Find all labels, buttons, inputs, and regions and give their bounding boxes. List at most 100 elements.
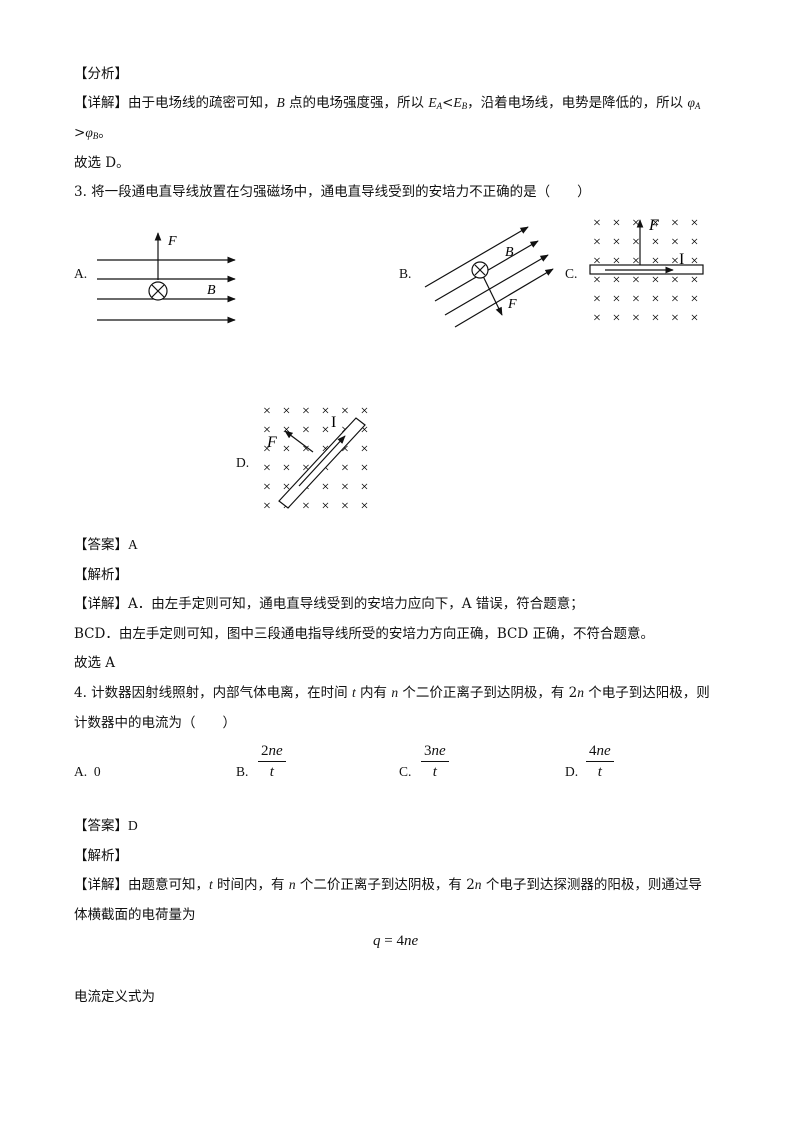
q3-detail-2: BCD．由左手定则可知，图中三段通电指导线所受的安培力方向正确，BCD 正确，不… (74, 626, 654, 642)
field-label: B (207, 283, 216, 298)
force-label: F (167, 234, 177, 249)
field-cross-d: × (263, 499, 271, 514)
q4-detail-1: 【详解】由题意可知，t 时间内，有 n 个二价正离子到达阴极，有 2n 个电子到… (74, 877, 702, 893)
q2-conclusion: 故选 D。 (74, 155, 130, 171)
field-cross-c: × (671, 254, 679, 269)
analysis-tag: 【分析】 (74, 66, 128, 82)
field-cross-c: × (691, 216, 699, 231)
field-cross-c: × (671, 311, 679, 326)
field-cross-d: × (283, 423, 291, 438)
q4-option-d-label: D. (565, 764, 579, 779)
field-cross-c: × (691, 273, 699, 288)
field-cross-c: × (652, 273, 660, 288)
field-cross-d: × (263, 480, 271, 495)
q3-figure-d: ×××××××××××××××××××××××××××××××××××× F I (263, 404, 369, 514)
field-cross-c: × (652, 254, 660, 269)
field-cross-c: × (593, 235, 601, 250)
field-cross-c: × (632, 254, 640, 269)
field-cross-c: × (632, 216, 640, 231)
field-cross-d: × (302, 442, 310, 457)
q3-answer: 【答案】A (74, 537, 138, 553)
charge-equation: q = 4ne (373, 933, 419, 949)
field-cross-d: × (263, 423, 271, 438)
field-cross-c: × (613, 254, 621, 269)
field-cross-d: × (361, 442, 369, 457)
q4-option-a: A. 0 (74, 764, 101, 779)
q4-option-b-label: B. (236, 764, 249, 779)
field-cross-d: × (302, 499, 310, 514)
field-cross-d: × (341, 499, 349, 514)
field-cross-c: × (632, 311, 640, 326)
field-cross-c: × (691, 292, 699, 307)
field-cross-c: × (632, 273, 640, 288)
field-cross-d: × (283, 461, 291, 476)
field-cross-d: × (322, 423, 330, 438)
q3-stem: 3. 将一段通电直导线放置在匀强磁场中，通电直导线受到的安培力不正确的是（ ） (74, 184, 591, 200)
field-cross-d: × (263, 461, 271, 476)
field-cross-d: × (263, 404, 271, 419)
q4-option-c-label: C. (399, 764, 412, 779)
svg-text:B: B (505, 245, 514, 260)
field-cross-c: × (691, 254, 699, 269)
field-cross-c: × (691, 235, 699, 250)
field-cross-d: × (341, 442, 349, 457)
q3-figure-a: F B (97, 232, 236, 324)
field-cross-d: × (361, 404, 369, 419)
field-cross-c: × (652, 311, 660, 326)
q3-figure-c: ×××××××××××××××××××××××××××××××××××× F I (589, 216, 704, 326)
field-cross-d: × (302, 423, 310, 438)
current-definition: 电流定义式为 (74, 989, 155, 1005)
q3-conclusion: 故选 A (74, 655, 116, 671)
field-cross-c: × (613, 273, 621, 288)
field-cross-c: × (593, 311, 601, 326)
q3-analysis-tag: 【解析】 (74, 567, 128, 583)
q3-detail-1: 【详解】A．由左手定则可知，通电直导线受到的安培力应向下，A 错误，符合题意； (74, 596, 584, 612)
field-cross-d: × (322, 404, 330, 419)
field-cross-d: × (361, 423, 369, 438)
q2-detail-line: 【详解】由于电场线的疏密可知，B 点的电场强度强，所以 EA<EB，沿着电场线，… (74, 95, 701, 111)
field-cross-d: × (322, 461, 330, 476)
svg-text:I: I (679, 251, 684, 268)
field-cross-c: × (613, 216, 621, 231)
svg-text:F: F (507, 297, 517, 312)
field-cross-c: × (671, 292, 679, 307)
q3-option-b-label: B. (399, 266, 412, 281)
q3-figure-b: B F (424, 226, 554, 328)
svg-text:F: F (648, 217, 659, 234)
field-cross-d: × (322, 480, 330, 495)
q4-stem-2: 计数器中的电流为（ ） (74, 715, 236, 731)
q4-option-b-fraction: 2ne t (258, 741, 286, 782)
field-cross-d: × (361, 480, 369, 495)
field-cross-c: × (613, 292, 621, 307)
field-cross-c: × (613, 235, 621, 250)
field-cross-d: × (341, 404, 349, 419)
field-cross-d: × (361, 461, 369, 476)
field-cross-d: × (283, 442, 291, 457)
q4-stem-1: 4. 计数器因射线照射，内部气体电离，在时间 t 内有 n 个二价正离子到达阴极… (74, 685, 710, 701)
q3-option-a-label: A. (74, 266, 88, 281)
field-cross-c: × (593, 254, 601, 269)
field-cross-c: × (671, 216, 679, 231)
q2-detail-line-2: >φB。 (74, 125, 112, 141)
field-cross-c: × (593, 216, 601, 231)
q4-detail-2: 体横截面的电荷量为 (74, 907, 196, 923)
field-cross-c: × (613, 311, 621, 326)
svg-text:I: I (331, 414, 336, 431)
field-cross-c: × (652, 216, 660, 231)
field-cross-c: × (593, 273, 601, 288)
q4-answer: 【答案】D (74, 818, 138, 834)
field-cross-d: × (302, 404, 310, 419)
field-cross-d: × (322, 442, 330, 457)
field-cross-c: × (691, 311, 699, 326)
field-cross-c: × (632, 235, 640, 250)
field-cross-d: × (341, 461, 349, 476)
field-cross-d: × (341, 480, 349, 495)
field-cross-d: × (322, 499, 330, 514)
svg-text:F: F (266, 434, 277, 451)
q4-option-d-fraction: 4ne t (586, 741, 614, 782)
field-cross-d: × (361, 499, 369, 514)
field-cross-d: × (302, 461, 310, 476)
field-cross-c: × (652, 292, 660, 307)
field-cross-d: × (283, 480, 291, 495)
field-cross-d: × (263, 442, 271, 457)
